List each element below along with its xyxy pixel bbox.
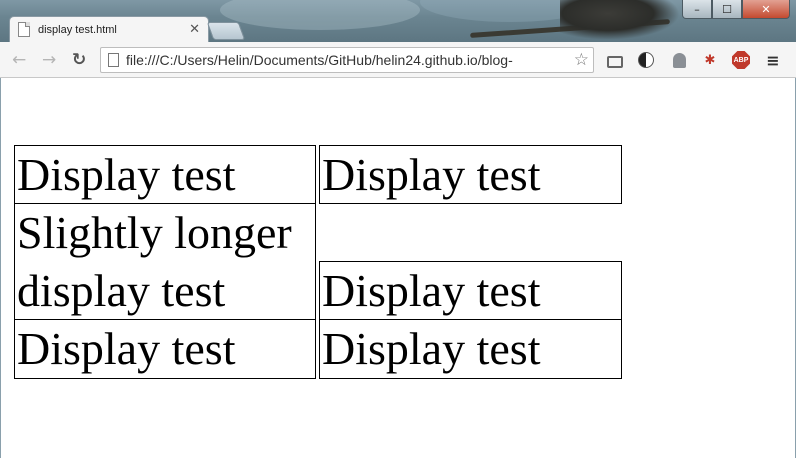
menu-icon[interactable]: ≡ [766, 50, 780, 70]
tab-title: display test.html [38, 23, 117, 36]
forward-icon[interactable]: → [42, 50, 57, 70]
document-icon [18, 22, 30, 37]
minimize-icon: – [694, 2, 700, 16]
tab-close-icon[interactable]: ✕ [189, 22, 200, 37]
display-test-cell: Display test [319, 319, 622, 379]
page-icon [108, 53, 119, 67]
url-text[interactable]: file:///C:/Users/Helin/Documents/GitHub/… [126, 52, 513, 68]
address-bar[interactable]: file:///C:/Users/Helin/Documents/GitHub/… [100, 47, 594, 73]
display-test-cell: Display test [319, 145, 622, 204]
window-controls: – ☐ ✕ [682, 0, 790, 19]
bookmark-star-icon[interactable]: ☆ [573, 50, 589, 70]
page-content: Display test Display test Slightly longe… [0, 78, 796, 458]
display-test-cell: Display test [14, 145, 316, 204]
maximize-icon: ☐ [722, 2, 732, 16]
ghostery-icon[interactable] [670, 51, 688, 69]
close-window-button[interactable]: ✕ [742, 0, 790, 19]
display-test-cell: Display test [319, 261, 622, 320]
browser-toolbar: ← → ↻ file:///C:/Users/Helin/Documents/G… [0, 42, 796, 78]
maximize-button[interactable]: ☐ [712, 0, 742, 19]
cast-icon[interactable] [606, 51, 624, 69]
browser-tab[interactable]: display test.html ✕ [9, 16, 209, 42]
window-titlebar: – ☐ ✕ display test.html ✕ [0, 0, 796, 42]
close-icon: ✕ [761, 2, 771, 16]
reload-icon[interactable]: ↻ [72, 50, 87, 70]
high-contrast-icon[interactable] [637, 51, 655, 69]
spider-icon[interactable]: ✱ [704, 52, 716, 68]
longer-display-test-cell: Slightly longer display test [14, 203, 316, 320]
adblock-plus-icon[interactable]: ABP [732, 51, 750, 69]
new-tab-button[interactable] [206, 22, 246, 40]
display-test-cell: Display test [14, 319, 316, 379]
back-icon[interactable]: ← [12, 50, 27, 70]
theme-owl-decoration [560, 0, 680, 40]
minimize-button[interactable]: – [682, 0, 712, 19]
background-cloud [420, 0, 600, 22]
background-cloud [220, 0, 420, 30]
